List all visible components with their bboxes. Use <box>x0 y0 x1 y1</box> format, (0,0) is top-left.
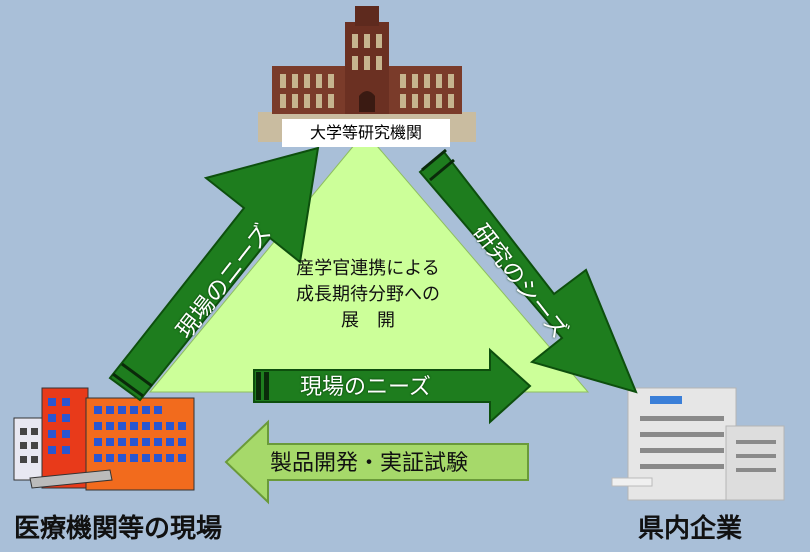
arrow-bottom-left <box>224 419 529 505</box>
arrow-bottom-right <box>253 347 532 425</box>
center-text: 産学官連携による 成長期待分野への 展 開 <box>258 256 478 334</box>
center-text-line-1: 産学官連携による <box>296 258 440 279</box>
arrow-bottom-left-label: 製品開発・実証試験 <box>270 451 469 476</box>
arrow-right-down <box>418 148 638 394</box>
arrow-left-up <box>108 146 320 402</box>
hospital-building-icon <box>13 387 195 491</box>
university-label: 大学等研究機関 <box>282 119 450 147</box>
arrow-bottom-right-label: 現場のニーズ <box>300 375 431 400</box>
center-text-line-2: 成長期待分野への <box>296 284 440 305</box>
hospital-label: 医療機関等の現場 <box>14 514 223 544</box>
company-building-icon <box>611 387 785 501</box>
company-label: 県内企業 <box>638 514 743 544</box>
center-text-line-3: 展 開 <box>341 310 395 331</box>
